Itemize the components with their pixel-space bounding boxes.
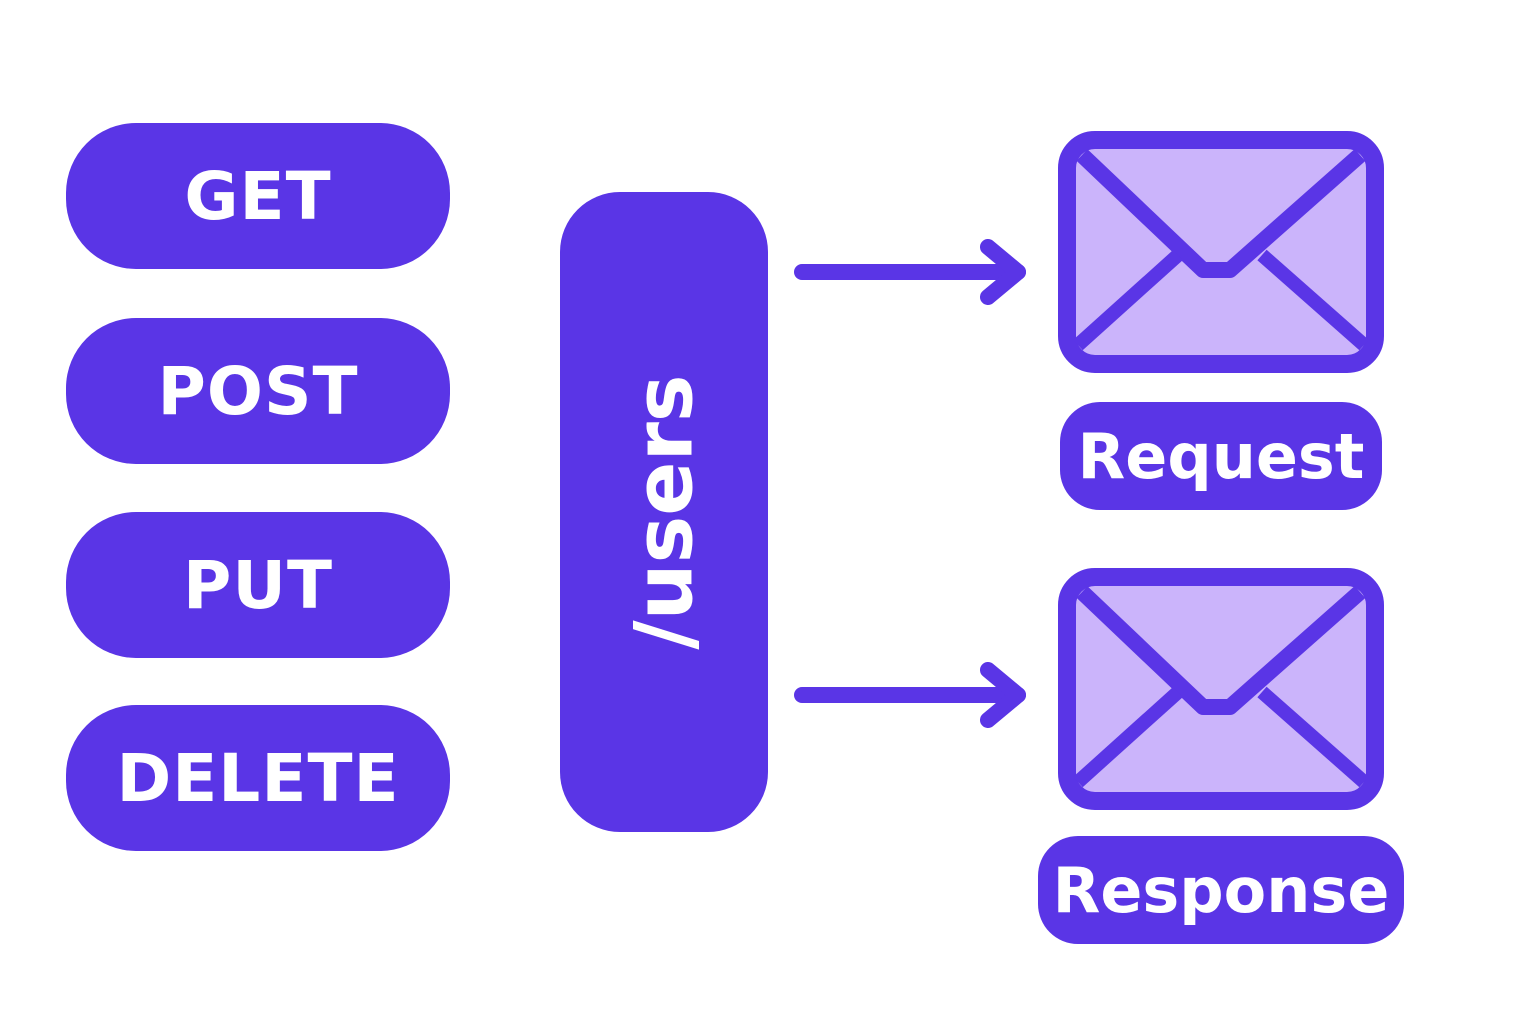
arrow-right-icon xyxy=(794,662,1026,728)
method-get-label: GET xyxy=(184,157,332,235)
method-put: PUT xyxy=(66,512,450,658)
method-put-label: PUT xyxy=(183,546,333,624)
method-post: POST xyxy=(66,318,450,464)
request-label: Request xyxy=(1077,419,1365,493)
envelope-icon xyxy=(1058,131,1384,373)
method-get: GET xyxy=(66,123,450,269)
response-label-box: Response xyxy=(1038,836,1404,944)
method-post-label: POST xyxy=(157,352,359,430)
arrow-right-icon xyxy=(794,239,1026,305)
envelope-icon xyxy=(1058,568,1384,810)
method-delete-label: DELETE xyxy=(116,739,400,817)
endpoint-block: /users xyxy=(560,192,768,832)
method-delete: DELETE xyxy=(66,705,450,851)
response-label: Response xyxy=(1052,853,1390,927)
request-label-box: Request xyxy=(1060,402,1382,510)
